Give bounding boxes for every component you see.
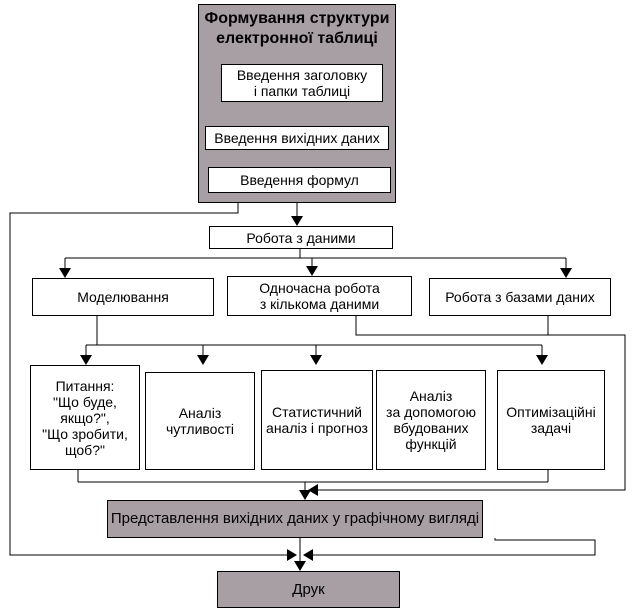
step-input-entry: Введення вихідних даних [205, 126, 389, 150]
branch-modeling: Моделювання [32, 278, 214, 316]
arrowhead [308, 484, 318, 496]
graphic-representation: Представлення вихідних даних у графічном… [107, 500, 483, 538]
arrowhead [560, 268, 572, 278]
task-builtin-functions: Аналіз за допомогою вбудованих функцій [376, 370, 486, 470]
print-block: Друк [217, 571, 400, 608]
arrowhead [291, 216, 303, 226]
arrowhead [59, 268, 71, 278]
task-statistics: Статистичний аналіз і прогноз [261, 370, 373, 470]
branch-multi-data: Одночасна робота з кількома даними [227, 276, 412, 316]
work-with-data: Робота з даними [209, 226, 393, 249]
arrowhead [536, 355, 548, 365]
connector [9, 203, 287, 556]
task-sensitivity: Аналіз чутливості [145, 372, 255, 470]
arrowhead [287, 549, 297, 561]
arrowhead [299, 490, 311, 500]
arrowhead [80, 355, 92, 365]
arrowhead [294, 561, 306, 571]
structure-title: Формування структури електронної таблиці [204, 10, 390, 47]
task-what-if: Питання: "Що буде, якщо?", "Що зробити, … [30, 365, 140, 470]
step-header-entry: Введення заголовку і папки таблиці [221, 64, 383, 102]
connector [313, 538, 596, 556]
arrowhead [306, 266, 318, 276]
arrowhead [310, 355, 322, 365]
arrowhead [197, 355, 209, 365]
task-optimization: Оптимізаційні задачі [497, 370, 605, 470]
step-formulas-entry: Введення формул [208, 167, 391, 193]
connector [316, 316, 626, 491]
branch-databases: Робота з базами даних [429, 278, 611, 316]
arrowhead [303, 549, 313, 561]
